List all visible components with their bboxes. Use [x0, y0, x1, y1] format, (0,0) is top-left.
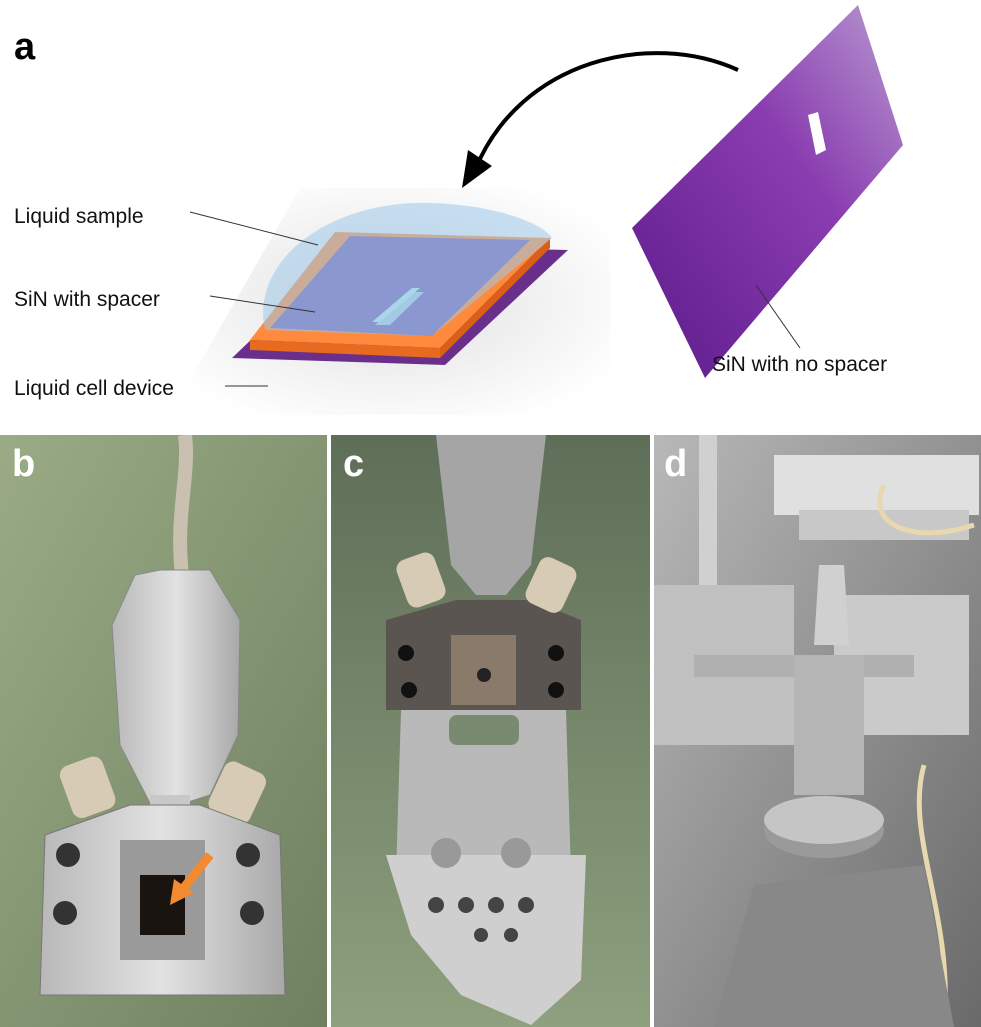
photo-liquid-cell-holder-tip [0, 435, 327, 1027]
window-slot [372, 288, 424, 325]
schematic-liquid-cell-assembly [0, 0, 981, 430]
panel-letter-c: c [343, 443, 365, 485]
panel-letter-d: d [664, 443, 688, 485]
knob-left [59, 756, 116, 819]
label-sin-with-no-spacer: SiN with no spacer [712, 353, 888, 376]
liquid-sample-dome [263, 202, 552, 336]
panel-letter-a: a [14, 26, 36, 68]
label-liquid-sample: Liquid sample [14, 205, 144, 228]
photo-holder-in-instrument [654, 435, 981, 1027]
mount-base [386, 838, 586, 1025]
orange-arrow-indicator [170, 852, 214, 905]
leader-lines [189, 211, 801, 387]
holder-head-block [386, 600, 581, 710]
sin-no-spacer-plate [632, 5, 903, 378]
holder-base-block [39, 804, 286, 996]
photo-holder-mounted [331, 435, 650, 1027]
instrument-holder [764, 565, 884, 858]
assembly-arrow [462, 51, 739, 188]
label-liquid-cell-device: Liquid cell device [14, 377, 174, 400]
panel-letter-b: b [12, 443, 36, 485]
label-sin-with-spacer: SiN with spacer [14, 288, 160, 311]
knob-right [208, 761, 266, 824]
